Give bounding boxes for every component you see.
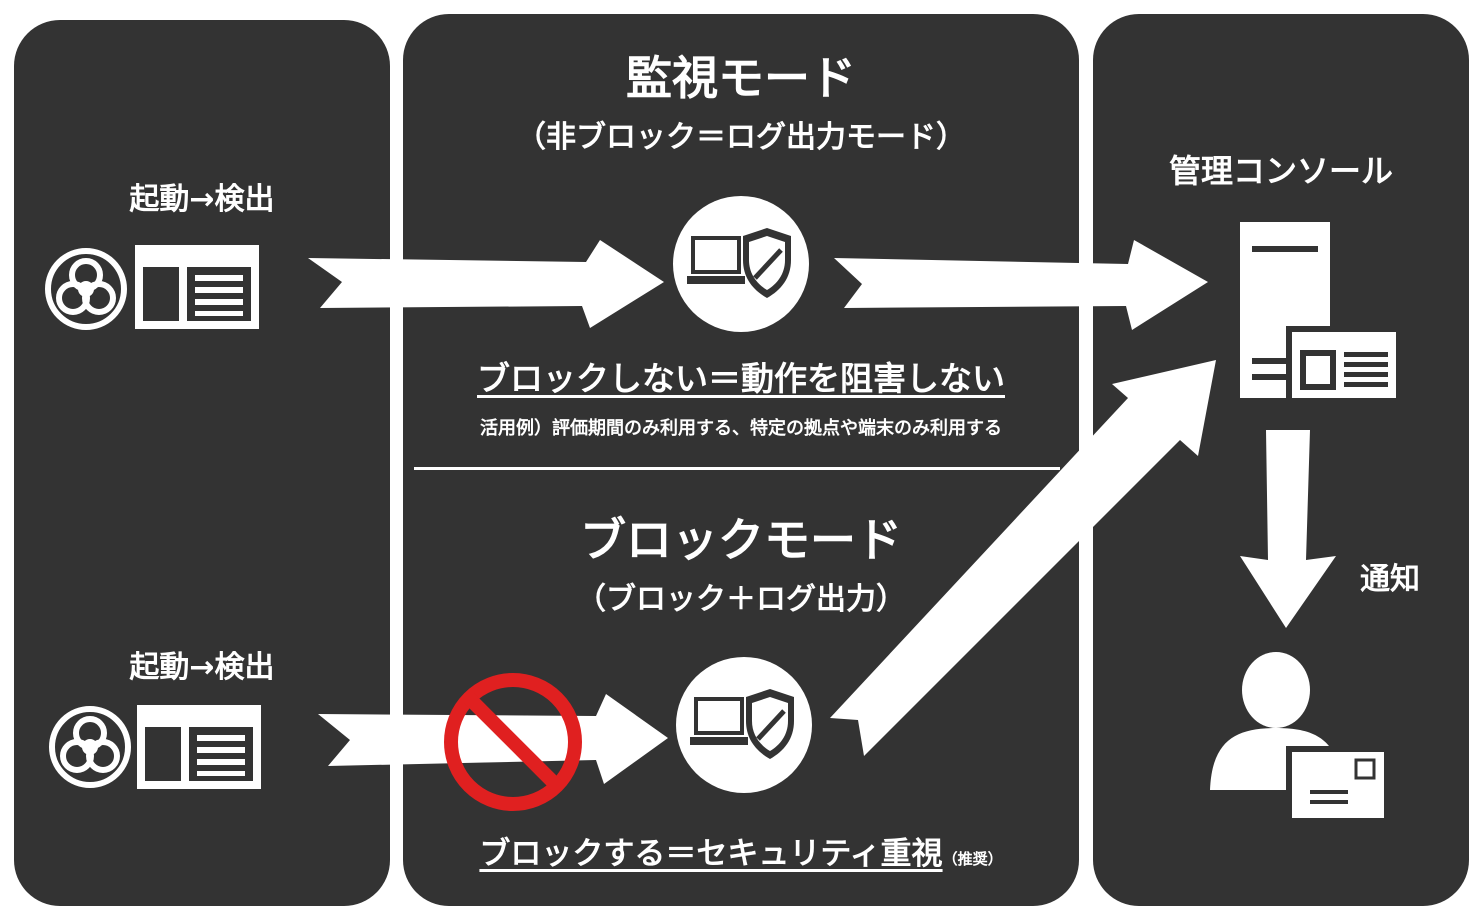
server-icon [1240,222,1400,402]
laptop-shield-icon [676,657,812,793]
notify-label: 通知 [1360,562,1420,597]
arrow-to-monitor-laptop [308,240,664,328]
monitor-mode-description-wrap: ブロックしない＝動作を阻害しない [403,352,1079,400]
arrow-to-console-diagonal [830,360,1216,756]
prohibited-icon [444,673,582,811]
window-icon [135,245,259,329]
monitor-mode-title: 監視モード [626,51,856,105]
monitor-mode-description: ブロックしない＝動作を阻害しない [477,359,1005,398]
arrow-to-user [1240,430,1336,628]
mode-divider [414,467,1060,470]
block-mode-note: （推奨） [942,850,1003,868]
console-label: 管理コンソール [1168,152,1393,190]
mail-icon [1286,746,1390,824]
block-mode-title: ブロックモード [580,513,902,567]
detection-label-bottom: 起動→検出 [129,650,275,685]
monitor-mode-example: 活用例）評価期間のみ利用する、特定の拠点や端末のみ利用する [480,418,1002,439]
block-mode-description-wrap: ブロックする＝セキュリティ重視（推奨） [408,828,1074,873]
block-mode-description: ブロックする＝セキュリティ重視 [479,836,943,872]
arrow-to-block-laptop [318,694,668,784]
arrow-to-console-top [834,240,1208,330]
block-mode-subtitle: （ブロック＋ログ出力） [576,582,906,617]
biohazard-icon [49,706,131,788]
detection-label-top: 起動→検出 [129,182,275,217]
monitor-mode-subtitle: （非ブロック＝ログ出力モード） [516,120,966,155]
window-icon [137,705,261,789]
laptop-shield-icon [673,196,809,332]
biohazard-icon [45,248,127,330]
